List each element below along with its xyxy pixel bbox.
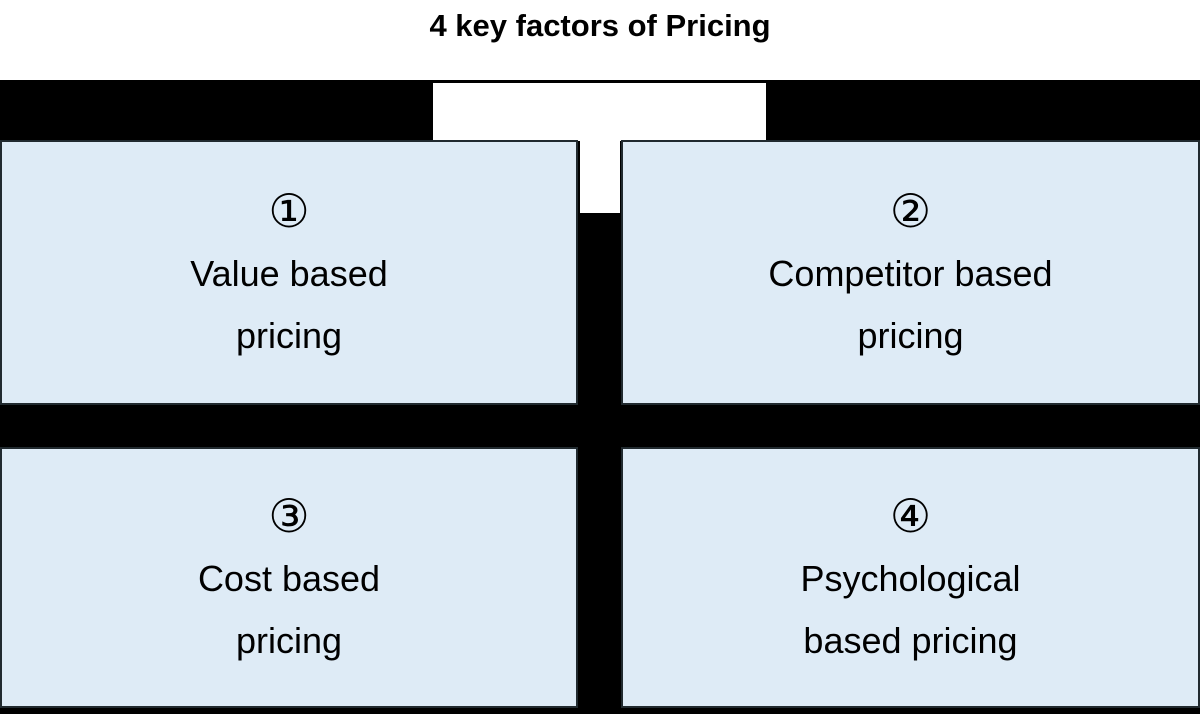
diagram-title: 4 key factors of Pricing (429, 8, 771, 43)
circled-number-1: ① (268, 184, 310, 237)
quadrant-box-cost-based: ③ Cost based pricing (0, 447, 578, 708)
quadrant-1-label-line2: pricing (235, 314, 343, 356)
circled-number-3: ③ (268, 489, 310, 542)
title-notch-bar (433, 83, 766, 141)
quadrant-3-label-line1: Cost based (197, 557, 381, 599)
circled-number-4: ④ (889, 489, 932, 542)
quadrant-4-label-line1: Psychological (800, 557, 1021, 599)
quadrant-2-label-line1: Competitor based (768, 252, 1053, 294)
quadrant-4-label-line2: based pricing (803, 619, 1018, 661)
quadrant-box-value-based: ① Value based pricing (0, 140, 578, 405)
quadrant-3-label-line2: pricing (235, 619, 343, 661)
quadrant-box-competitor-based: ② Competitor based pricing (621, 140, 1200, 405)
title-notch-stem (580, 141, 620, 213)
circled-number-2: ② (889, 184, 932, 237)
quadrant-1-label-line1: Value based (190, 252, 388, 294)
quadrant-box-psychological-based: ④ Psychological based pricing (621, 447, 1200, 708)
quadrant-2-label-line2: pricing (857, 314, 964, 356)
